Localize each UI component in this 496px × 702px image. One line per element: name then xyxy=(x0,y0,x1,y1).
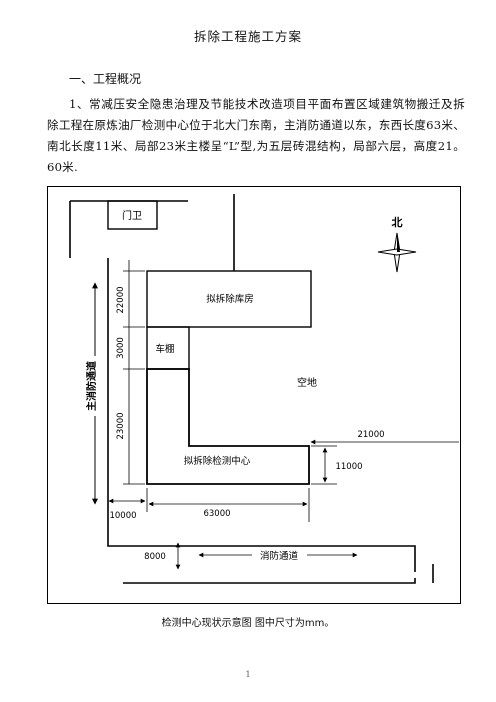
page-title: 拆除工程施工方案 xyxy=(193,29,302,44)
site-plan-svg: 门卫 拟拆除库房 车棚 拟拆除检测中心 空地 北 主消防通道 xyxy=(47,186,461,604)
site-plan-figure: 门卫 拟拆除库房 车棚 拟拆除检测中心 空地 北 主消防通道 xyxy=(47,186,461,604)
fire-lane-bottom-line xyxy=(123,578,416,584)
dim-22000: 22000 xyxy=(116,286,126,313)
gate-box xyxy=(107,200,158,230)
figure-caption: 检测中心现状示意图 图中尺寸为mm。 xyxy=(161,618,335,629)
body-paragraph: 1、常减压安全隐患治理及节能技术改造项目平面布置区域建筑物搬迁及拆除工程在原炼油… xyxy=(47,97,465,174)
page-number: 1 xyxy=(245,670,251,679)
detection-center-outline xyxy=(146,368,310,485)
section-heading: 一、工程概况 xyxy=(69,72,142,86)
dim-23000: 23000 xyxy=(116,412,126,439)
fire-lane-label: 消防通道 xyxy=(260,550,299,562)
dim-21000: 21000 xyxy=(357,430,384,440)
detection-center-label: 拟拆除检测中心 xyxy=(184,455,251,467)
main-road-line-left xyxy=(107,258,416,572)
shed-label: 车棚 xyxy=(155,343,174,355)
figure-border xyxy=(47,186,461,604)
north-compass-icon: 北 xyxy=(377,215,417,273)
open-space-label: 空地 xyxy=(297,376,317,389)
dim-10000: 10000 xyxy=(109,511,136,521)
gate-label: 门卫 xyxy=(122,209,142,222)
dim-3000: 3000 xyxy=(116,337,126,359)
main-road-label: 主消防通道 xyxy=(85,361,98,411)
svg-text:北: 北 xyxy=(392,215,403,229)
warehouse-box xyxy=(146,270,312,328)
warehouse-label: 拟拆除库房 xyxy=(206,293,254,305)
dim-11000: 11000 xyxy=(335,462,362,472)
dim-8000: 8000 xyxy=(144,552,166,562)
dim-63000: 63000 xyxy=(203,509,230,519)
